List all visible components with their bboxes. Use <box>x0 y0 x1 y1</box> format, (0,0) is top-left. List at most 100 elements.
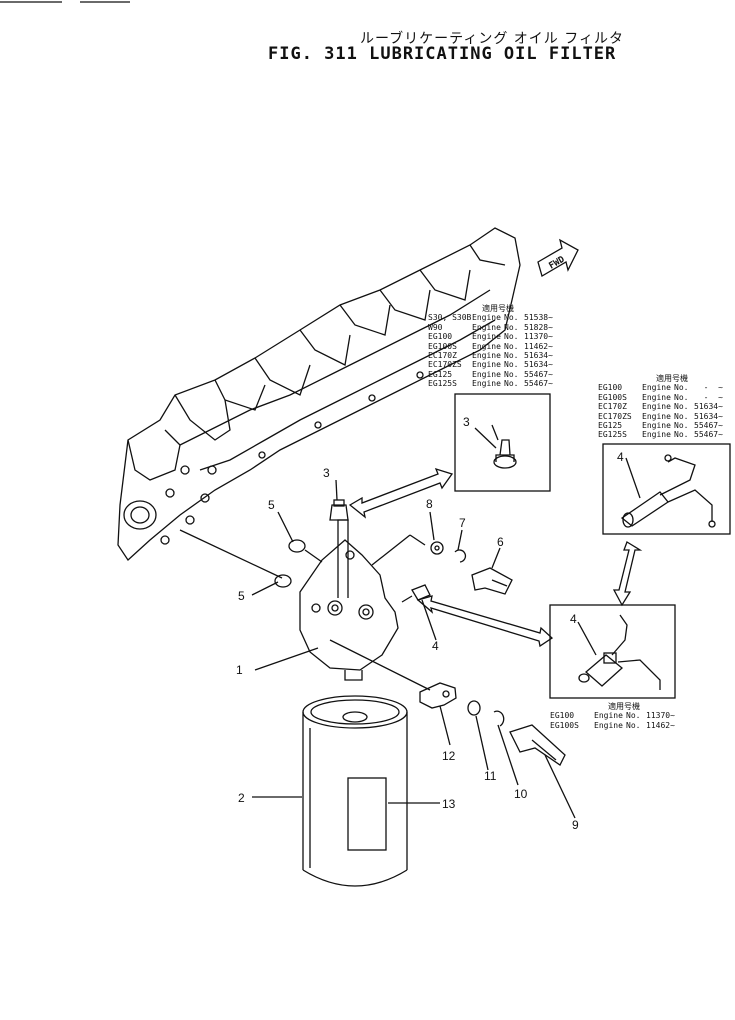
table-cell-serial: 51634~ <box>694 411 723 421</box>
table-cell-model: EG125 <box>598 421 623 431</box>
table-cell-eng: Engine <box>472 341 501 351</box>
table-cell-no: No. <box>674 383 689 393</box>
table-cell-eng: Engine <box>594 720 623 730</box>
leader-lines <box>179 529 431 691</box>
table-cell-model: W90 <box>428 322 443 332</box>
table-cell-model: EG125S <box>428 379 457 389</box>
inset-sensor-4-upper <box>602 443 731 535</box>
engine-block <box>117 227 521 561</box>
table-cell-no: No. <box>674 430 689 440</box>
fwd-arrow: FWD <box>537 238 579 277</box>
callout-3-inset: 3 <box>463 415 470 429</box>
table-cell-model: EG100S <box>598 392 627 402</box>
o-rings <box>274 539 306 588</box>
inset-sensor-4-lower <box>549 604 676 699</box>
callout-4-inset-upper: 4 <box>617 450 624 464</box>
table-cell-model: EG100 <box>550 711 575 721</box>
table-cell-model: EC170Z <box>428 351 457 361</box>
table-cell-no: No. <box>626 711 641 721</box>
table-header: 適用号機 <box>608 702 640 711</box>
table-cell-no: No. <box>626 720 641 730</box>
table-cell-serial: 11370~ <box>524 332 553 342</box>
filter-head <box>299 519 399 681</box>
figure-title: FIG. 311 LUBRICATING OIL FILTER <box>268 44 617 64</box>
table-cell-model: EC170Z <box>598 402 627 412</box>
table-cell-serial: 55467~ <box>524 379 553 389</box>
callout-7: 7 <box>459 516 466 530</box>
bolt-6 <box>471 567 513 595</box>
figure-title-japanese: ルーブリケーティング オイル フィルタ <box>360 31 624 47</box>
table-cell-serial: 55467~ <box>524 369 553 379</box>
table-cell-eng: Engine <box>642 430 671 440</box>
table-cell-eng: Engine <box>642 402 671 412</box>
table-cell-no: No. <box>674 392 689 402</box>
table-cell-model: EG100 <box>598 383 623 393</box>
table-cell-model: EG100S <box>550 720 579 730</box>
connector-4 <box>401 584 431 603</box>
washer-11 <box>467 700 481 716</box>
table-cell-model: EG100 <box>428 332 453 342</box>
table-cell-serial: 11462~ <box>524 341 553 351</box>
callout-6: 6 <box>497 535 504 549</box>
callout-4-inset-lower: 4 <box>570 612 577 626</box>
table-cell-no: No. <box>674 421 689 431</box>
oil-pressure-sensor <box>329 499 349 521</box>
table-cell-serial: 51538~ <box>524 313 553 323</box>
table-cell-eng: Engine <box>642 392 671 402</box>
callout-1: 1 <box>236 663 243 677</box>
table-cell-no: No. <box>504 332 519 342</box>
table-cell-no: No. <box>674 411 689 421</box>
inset-sensor-variant <box>454 393 551 492</box>
table-cell-serial: 55467~ <box>694 430 723 440</box>
table-cell-eng: Engine <box>472 322 501 332</box>
table-cell-eng: Engine <box>472 379 501 389</box>
table-cell-eng: Engine <box>642 383 671 393</box>
washer-8 <box>430 541 444 555</box>
table-cell-serial: 51634~ <box>694 402 723 412</box>
callout-12: 12 <box>442 749 456 763</box>
callout-8: 8 <box>426 497 433 511</box>
fwd-label: FWD <box>547 254 567 271</box>
table-cell-no: No. <box>504 322 519 332</box>
table-cell-serial: 11462~ <box>646 720 675 730</box>
table-cell-serial: - ~ <box>694 383 723 393</box>
table-cell-no: No. <box>504 341 519 351</box>
bolt-9 <box>509 724 566 766</box>
table-cell-model: EG125 <box>428 369 453 379</box>
table-cell-serial: - ~ <box>694 392 723 402</box>
table-cell-serial: 51634~ <box>524 351 553 361</box>
table-cell-model: EG100S <box>428 341 457 351</box>
callout-leaders <box>251 427 641 819</box>
table-cell-model: EC170ZS <box>428 360 462 370</box>
callout-5-lower: 5 <box>238 589 245 603</box>
callout-numbers: 1 2 3 3 4 4 4 5 5 6 7 8 9 10 11 12 13 <box>236 415 624 832</box>
clamp-12 <box>419 682 457 709</box>
table-cell-no: No. <box>674 402 689 412</box>
table-cell-no: No. <box>504 351 519 361</box>
table-cell-model: EG125S <box>598 430 627 440</box>
callout-4: 4 <box>432 639 439 653</box>
table-cell-eng: Engine <box>594 711 623 721</box>
table-cell-eng: Engine <box>642 411 671 421</box>
callout-10: 10 <box>514 787 528 801</box>
hatched-arrows <box>348 467 643 648</box>
callout-5-upper: 5 <box>268 498 275 512</box>
table-cell-eng: Engine <box>472 313 501 323</box>
callout-13: 13 <box>442 797 456 811</box>
lock-washer-7 <box>454 549 467 563</box>
